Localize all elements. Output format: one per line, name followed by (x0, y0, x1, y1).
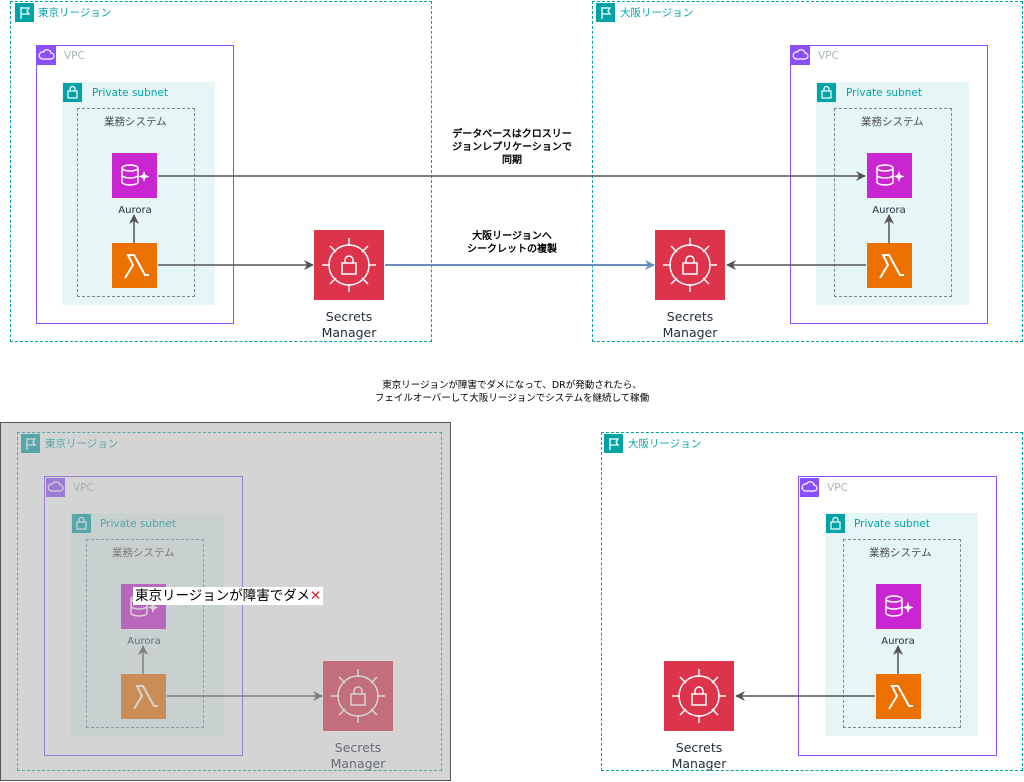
aurora-label: Aurora (118, 205, 152, 216)
failover-caption: 東京リージョンが障害でダメになって、DRが発動されたら、フェイルオーバーして大阪… (374, 380, 650, 404)
lambda-icon (867, 243, 912, 288)
vpc-cloud-icon (800, 478, 819, 497)
osaka-region-bottom (601, 432, 1023, 771)
outage-label: 東京リージョンが障害でダメ✕ (133, 587, 324, 605)
lock-icon (63, 83, 82, 102)
osaka-region-top (592, 1, 1023, 342)
region-flag-icon (596, 3, 615, 22)
business-system-top-right (834, 108, 952, 297)
vpc-top-left (36, 45, 234, 324)
region-flag-icon (604, 434, 623, 453)
business-system-label: 業務システム (869, 547, 932, 559)
lambda-icon (112, 243, 157, 288)
region-label: 東京リージョン (38, 7, 112, 19)
region-label: 大阪リージョン (620, 7, 694, 19)
business-system-top-left (77, 108, 195, 297)
secrets-manager-icon (664, 661, 734, 731)
region-label: 大阪リージョン (628, 438, 702, 450)
aurora-icon (876, 584, 921, 629)
secrets-manager-icon (314, 230, 384, 300)
vpc-top-right (790, 45, 988, 324)
aurora-icon (112, 153, 157, 198)
subnet-label: Private subnet (846, 87, 922, 99)
vpc-label: VPC (827, 482, 848, 494)
vpc-label: VPC (818, 50, 839, 62)
subnet-label: Private subnet (92, 87, 168, 99)
region-flag-icon (15, 3, 34, 22)
vpc-cloud-icon (791, 46, 810, 65)
secrets-manager-icon (655, 230, 725, 300)
failure-x-icon: ✕ (309, 588, 322, 604)
subnet-label: Private subnet (854, 518, 930, 530)
lock-icon (826, 514, 845, 533)
aurora-label: Aurora (881, 636, 915, 647)
aurora-label: Aurora (872, 205, 906, 216)
business-system-label: 業務システム (104, 116, 167, 128)
vpc-cloud-icon (37, 46, 56, 65)
lock-icon (817, 83, 836, 102)
aurora-icon (867, 153, 912, 198)
replication-note: データベースはクロスリージョンレプリケーションで同期 (452, 129, 572, 166)
vpc-label: VPC (64, 50, 85, 62)
tokyo-region-top (10, 1, 432, 342)
vpc-bottom-right (798, 476, 997, 756)
secret-copy-note: 大阪リージョンへシークレットの複製 (467, 231, 557, 255)
lambda-icon (876, 674, 921, 719)
business-system-label: 業務システム (861, 116, 924, 128)
business-system-bottom-right (843, 539, 961, 728)
